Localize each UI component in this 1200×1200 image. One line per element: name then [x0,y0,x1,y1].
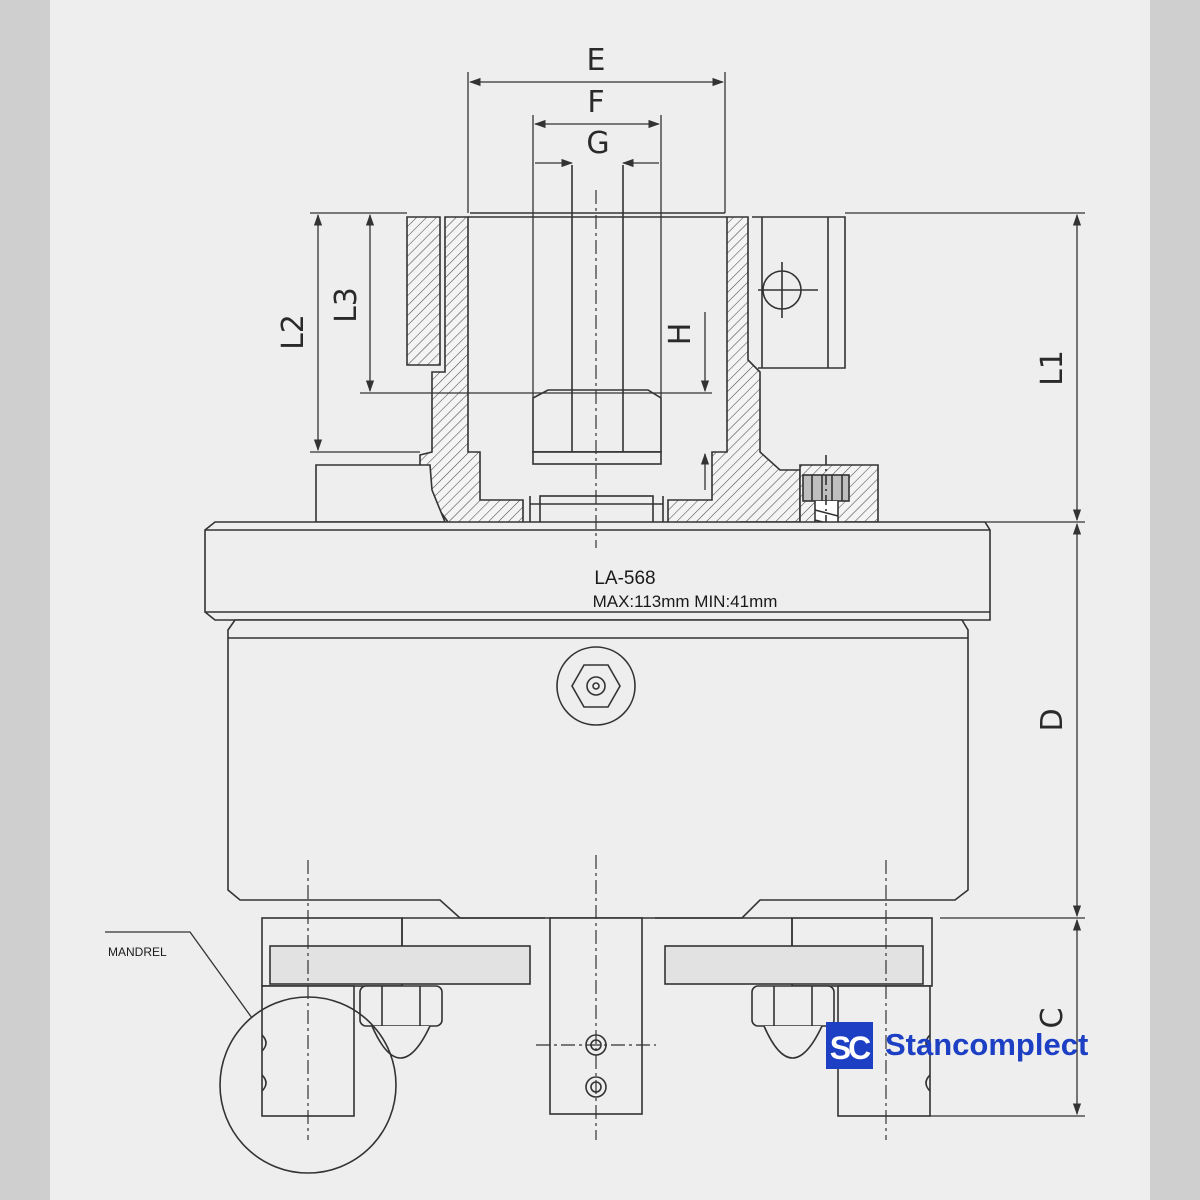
dim-label-l3: L3 [329,287,364,323]
dim-label-f: F [587,85,604,120]
dimension-lines [105,72,1085,1117]
dim-label-e: E [587,43,606,78]
range-text: MAX:113mm MIN:41mm [593,592,778,611]
left-margin [0,0,50,1200]
dim-label-g: G [586,126,609,161]
dim-label-c: C [1035,1008,1070,1029]
dim-label-l1: L1 [1035,350,1070,386]
drawing-lines [204,165,991,1174]
right-margin [1150,0,1200,1200]
main-body [227,619,969,919]
brand-logo: SC Stancomplect [826,1022,1088,1069]
grease-nipple [556,646,636,726]
dim-label-h: H [663,323,698,346]
left-sleeve-section [406,216,441,366]
brand-name: Stancomplect [885,1027,1088,1062]
dim-label-d: D [1035,708,1070,731]
logo-mark [826,1022,873,1069]
part-number: LA-568 [594,568,655,589]
logo-letters: SC [830,1030,871,1066]
mandrel-callout: MANDREL [108,945,167,959]
mandrel-leader [105,931,253,1019]
dim-label-l2: L2 [276,314,311,350]
